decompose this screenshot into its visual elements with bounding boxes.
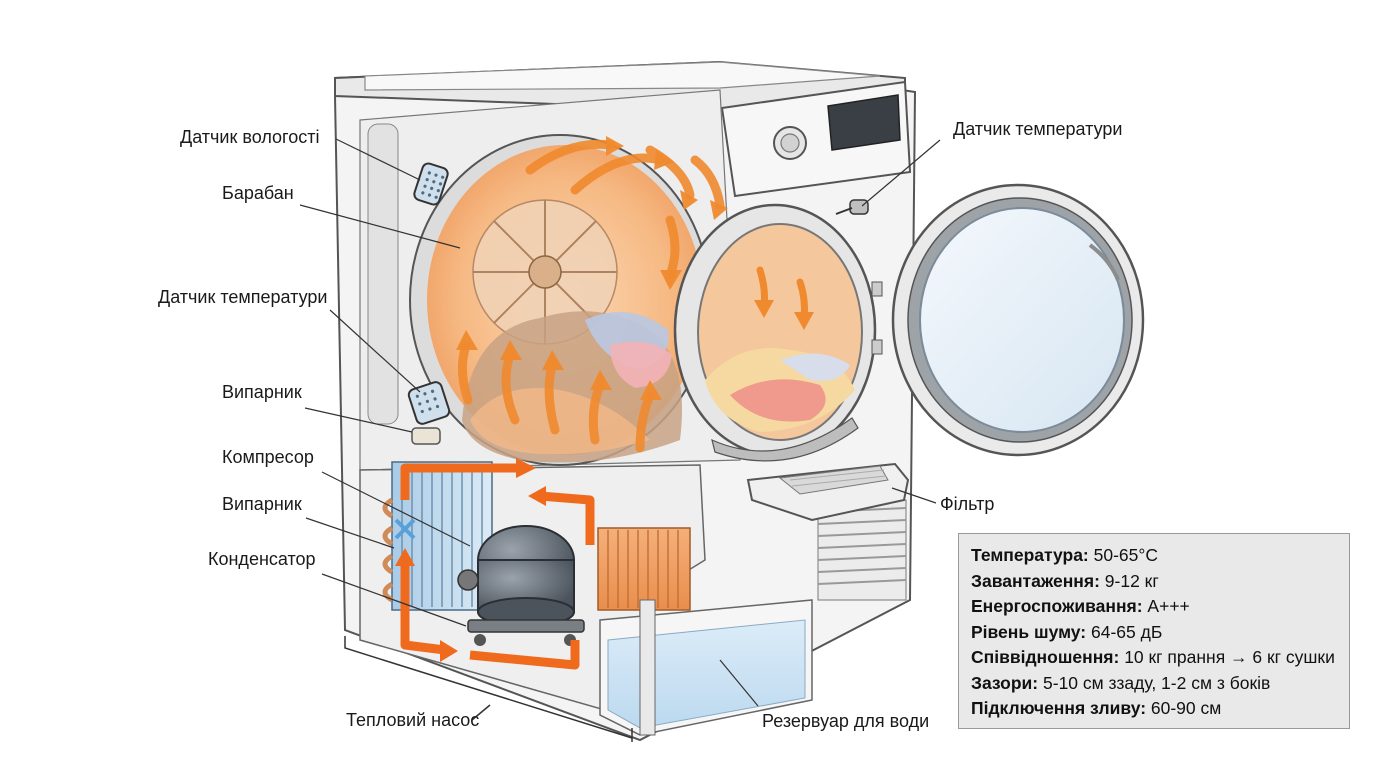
spec-key: Підключення зливу: [971,698,1147,718]
humidity-sensor-icon [413,162,449,206]
spec-row-energy: Енергоспоживання: A+++ [971,594,1337,620]
heat-pump-bracket [344,636,633,742]
label-compressor: Компресор [222,447,314,467]
filter-icon [746,462,910,522]
temperature-sensor-right-icon [835,199,869,215]
refrigerant-loop [400,463,595,670]
spec-row-temperature: Температура: 50-65°C [971,543,1337,569]
water-tank-icon [599,599,813,736]
spec-value: 9-12 кг [1099,570,1159,591]
spec-value: 10 кг прання → 6 кг сушки [1119,647,1335,667]
spec-row-ratio: Співвідношення: 10 кг прання → 6 кг сушк… [971,645,1337,671]
label-temperature-sensor-right: Датчик температури [953,119,1123,139]
label-evaporator-bottom: Випарник [222,494,302,514]
spec-row-load: Завантаження: 9-12 кг [971,569,1337,595]
label-filter: Фільтр [940,494,995,514]
spec-key: Температура: [971,545,1089,565]
label-humidity-sensor: Датчик вологості [180,127,320,147]
door-icon [891,183,1145,457]
temperature-sensor-icon [407,381,451,445]
spec-key: Рівень шуму: [971,621,1087,642]
spec-key: Зазори: [971,672,1039,693]
label-drum: Барабан [222,183,294,203]
spec-value: A+++ [1142,596,1190,616]
spec-value: 60-90 см [1146,698,1222,718]
specs-panel: Температура: 50-65°C Завантаження: 9-12 … [958,533,1350,729]
refrigerant-arrow-heads [395,458,546,662]
spec-key: Завантаження: [971,570,1100,591]
spec-row-noise: Рівень шуму: 64-65 дБ [971,620,1337,646]
label-water-tank: Резервуар для води [762,711,930,731]
condenser-icon [597,527,691,611]
airflow-arrow-heads [456,136,728,400]
label-condenser: Конденсатор [208,549,316,569]
spec-value: 50-65°C [1088,545,1159,565]
spec-key: Енергоспоживання: [971,596,1143,616]
spec-value: 5-10 см ззаду, 1-2 см з боків [1038,672,1271,693]
label-temperature-sensor-left: Датчик температури [158,287,328,307]
spec-row-clearance: Зазори: 5-10 см ззаду, 1-2 см з боків [971,671,1337,697]
compressor-icon [457,525,585,646]
leader-lines [299,138,941,707]
spec-key: Співвідношення: [971,647,1120,667]
spec-row-drain: Підключення зливу: 60-90 см [971,696,1337,722]
spec-value: 64-65 дБ [1086,621,1163,642]
airflow-arrows [458,139,725,453]
drum [409,134,711,466]
expansion-valve-icon [394,518,416,540]
front-opening [673,203,883,462]
label-evaporator-top: Випарник [222,382,302,402]
label-heat-pump: Тепловий насос [346,710,480,730]
